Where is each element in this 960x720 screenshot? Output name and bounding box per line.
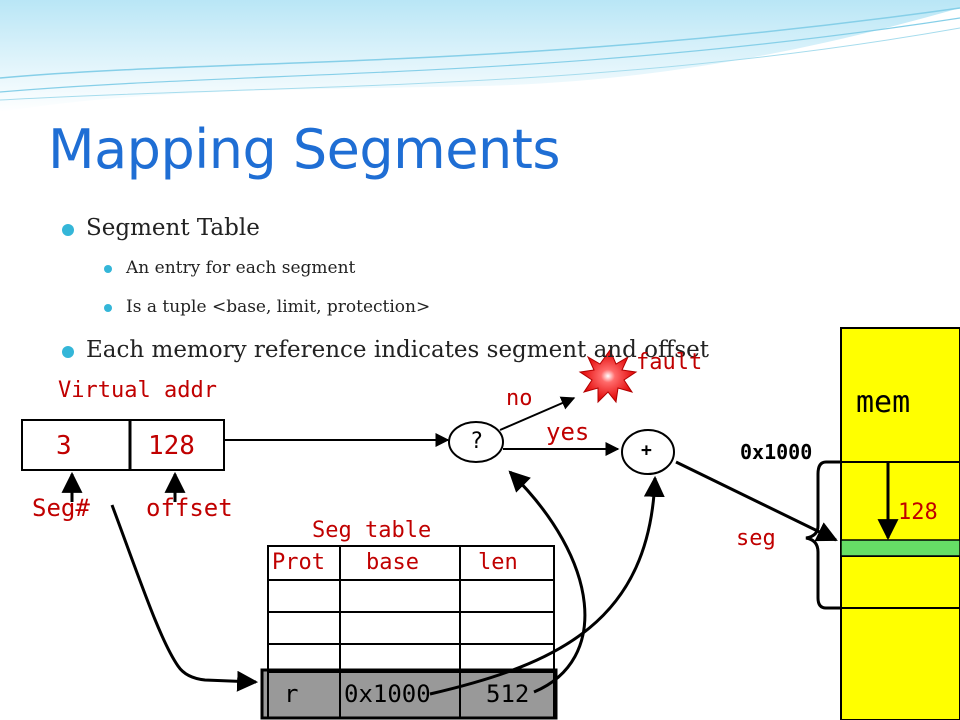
table-cell-len: 512 <box>486 680 530 708</box>
bullet-dot <box>62 346 74 358</box>
table-cell-base: 0x1000 <box>344 680 431 708</box>
virtual-addr-label: Virtual addr <box>58 378 217 403</box>
header-wave-decoration <box>0 0 960 112</box>
seg-value: 3 <box>56 431 72 461</box>
bullet-dot <box>104 265 112 273</box>
adder-symbol: + <box>641 440 652 461</box>
seg-table-grid <box>260 545 558 720</box>
no-branch-arrow <box>499 396 576 431</box>
mem-label: mem <box>856 385 911 420</box>
table-cell-prot: r <box>284 680 299 708</box>
fault-label: fault <box>636 350 703 375</box>
len-to-check-arrow <box>508 470 587 694</box>
seg-num-label: Seg# <box>32 494 90 522</box>
table-header-base: base <box>366 550 419 575</box>
slide-title: Mapping Segments <box>48 118 561 181</box>
base-to-adder-arrow <box>429 475 665 696</box>
table-header-prot: Prot <box>272 550 325 575</box>
bullet-dot <box>62 224 74 236</box>
memory-column <box>840 327 960 720</box>
adder-to-mem-arrow <box>675 460 838 542</box>
sub-bullet-tuple: Is a tuple <base, limit, protection> <box>126 297 431 317</box>
bullet-dot <box>104 304 112 312</box>
seg-to-table-arrow <box>110 504 259 692</box>
bullet-segment-table: Segment Table <box>86 215 260 241</box>
segment-offset-marker <box>840 539 960 557</box>
fault-burst-icon <box>578 348 638 404</box>
offset-label: offset <box>146 494 233 522</box>
base-addr-label: 0x1000 <box>740 440 813 464</box>
yes-label: yes <box>546 418 590 446</box>
no-label: no <box>506 386 533 411</box>
seg-table-label: Seg table <box>312 518 432 543</box>
limit-check-node <box>448 421 504 463</box>
offset-value: 128 <box>148 431 195 461</box>
sub-bullet-entry: An entry for each segment <box>126 258 356 278</box>
bullet-memory-reference: Each memory reference indicates segment … <box>86 337 709 363</box>
table-header-len: len <box>478 550 518 575</box>
adder-node <box>621 429 675 475</box>
mem-offset-label: 128 <box>898 500 938 525</box>
virtual-addr-box <box>21 419 225 471</box>
seg-brace <box>805 460 840 610</box>
check-symbol: ? <box>470 429 484 454</box>
seg-label: seg <box>736 526 776 551</box>
